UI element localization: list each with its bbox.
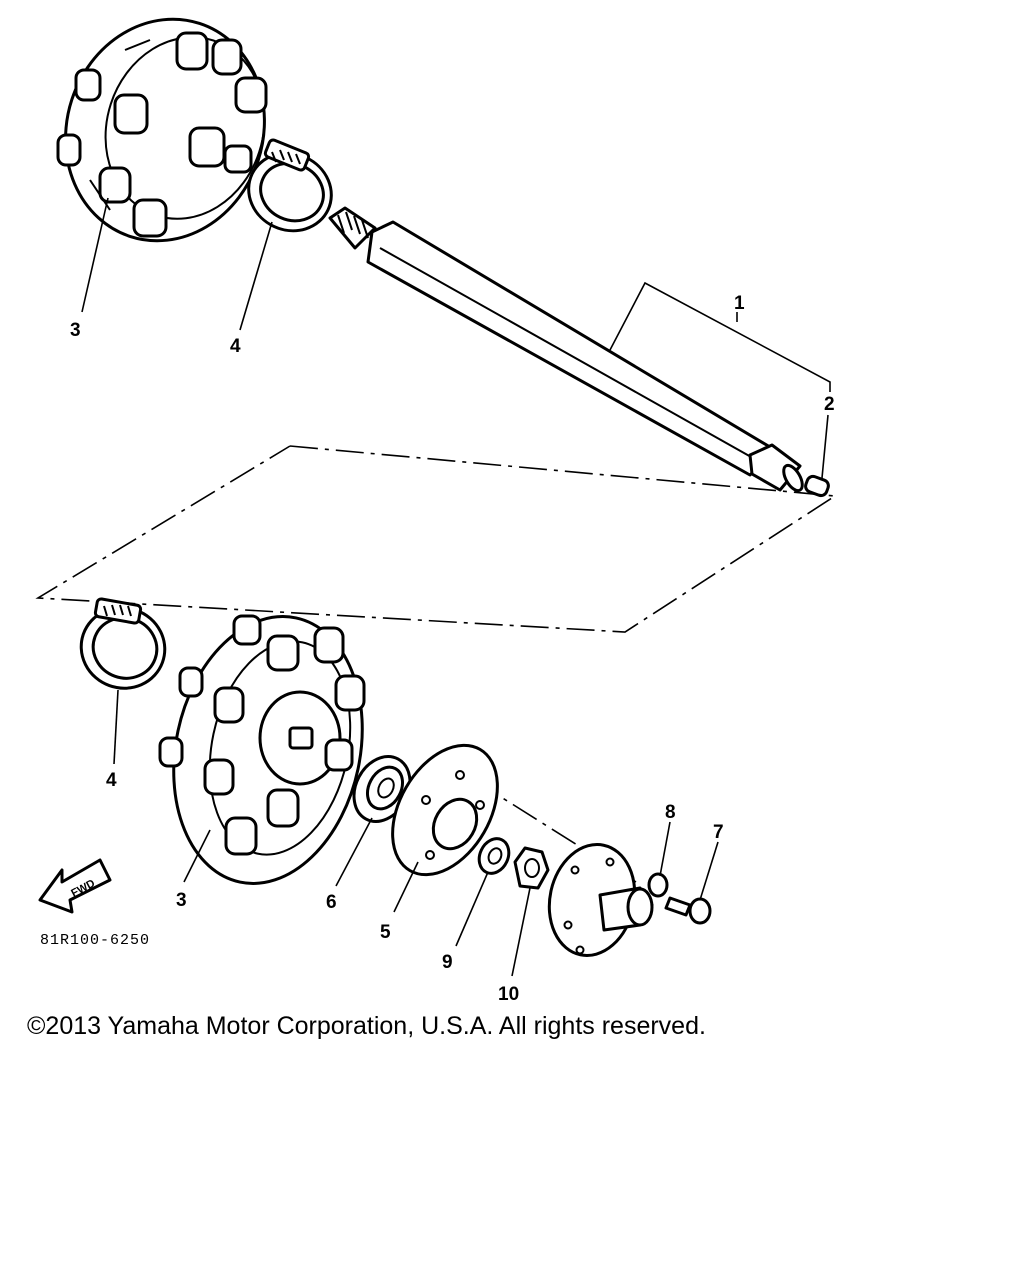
washer [477,837,511,875]
callout-2: 2 [824,394,835,415]
hub-flange [547,843,654,957]
fwd-arrow-icon: FWD [38,858,112,914]
callout-10: 10 [498,984,519,1000]
callout-4-lower: 4 [106,770,117,791]
bolt [664,896,712,925]
hose-clamp-upper [247,138,333,233]
callout-8: 8 [665,802,676,823]
parts-diagram: FWD 1 2 3 4 4 3 6 5 8 7 9 10 81R100-6250 [35,17,838,1000]
callout-9: 9 [442,952,453,973]
nut [513,846,550,890]
callout-7: 7 [713,822,724,843]
callout-6: 6 [326,892,337,913]
sprocket-lower [158,614,366,885]
callout-4-upper: 4 [230,336,241,357]
copyright-notice: ©2013 Yamaha Motor Corporation, U.S.A. A… [27,1012,706,1040]
drive-shaft [328,206,804,493]
diagram-code: 81R100-6250 [40,932,150,949]
callout-5: 5 [380,922,391,943]
callout-1: 1 [734,293,745,314]
sprocket-upper [56,17,268,243]
bearing [352,755,412,823]
lock-washer [647,872,669,898]
hose-clamp-lower [79,597,167,690]
callout-3-lower: 3 [176,890,187,911]
callout-3-upper: 3 [70,320,81,341]
bearing-plate [391,743,499,877]
